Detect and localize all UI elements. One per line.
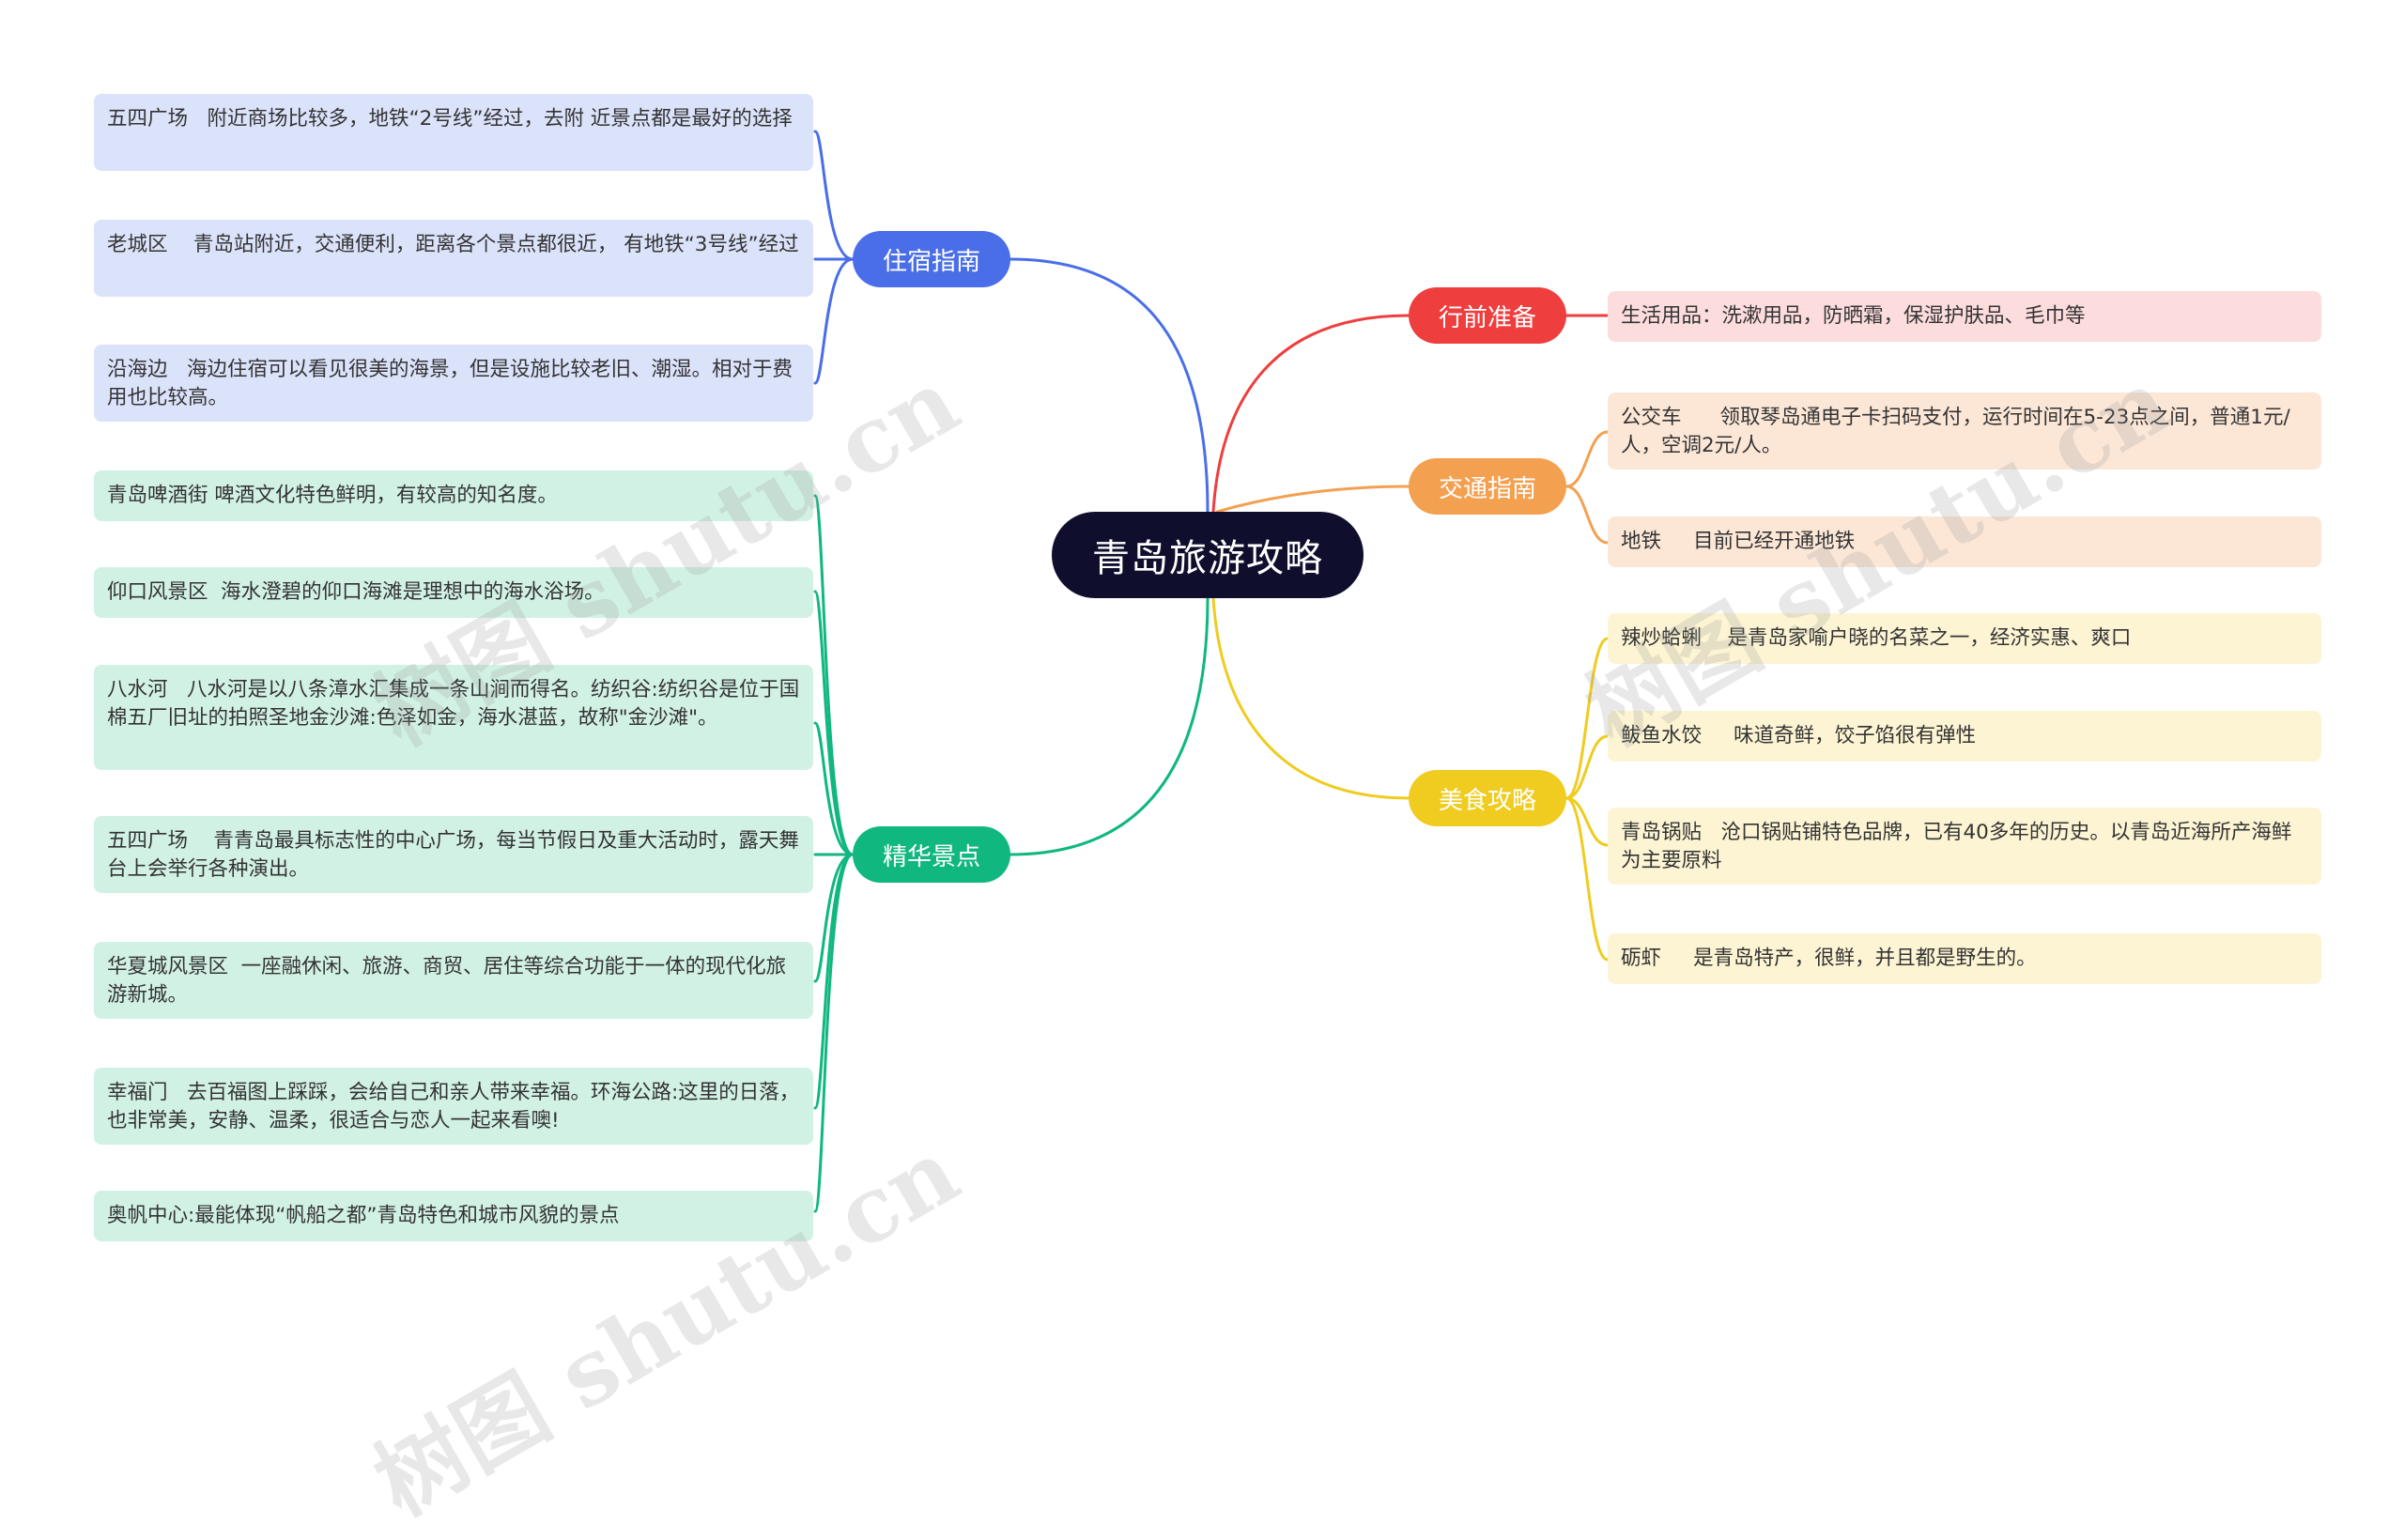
connector-root-lodging bbox=[1009, 257, 1210, 514]
branch-sights[interactable]: 精华景点 bbox=[853, 826, 1010, 883]
leaf-sights-huaxia-city[interactable]: 华夏城风景区 一座融休闲、旅游、商贸、居住等综合功能于一体的现代化旅游新城。 bbox=[94, 942, 813, 1019]
connector-root-prep bbox=[1211, 314, 1410, 514]
leaf-lodging-old-town[interactable]: 老城区 青岛站附近，交通便利，距离各个景点都很近， 有地铁“3号线”经过 bbox=[94, 220, 813, 297]
leaf-sights-beer-street[interactable]: 青岛啤酒街 啤酒文化特色鲜明，有较高的知名度。 bbox=[94, 470, 813, 521]
leaf-sights-olympic-sailing[interactable]: 奥帆中心:最能体现“帆船之都”青岛特色和城市风貌的景点 bbox=[94, 1191, 813, 1241]
root-topic[interactable]: 青岛旅游攻略 bbox=[1052, 512, 1364, 598]
branch-prep[interactable]: 行前准备 bbox=[1409, 287, 1566, 344]
branch-food[interactable]: 美食攻略 bbox=[1409, 770, 1566, 826]
leaf-food-potstickers[interactable]: 青岛锅贴 沧口锅贴铺特色品牌，已有40多年的历史。以青岛近海所产海鲜为主要原料 bbox=[1608, 808, 2321, 885]
branch-lodging[interactable]: 住宿指南 bbox=[853, 231, 1010, 287]
connector-root-food bbox=[1211, 596, 1410, 800]
leaf-sights-happiness-gate[interactable]: 幸福门 去百福图上踩踩，会给自己和亲人带来幸福。环海公路:这里的日落，也非常美，… bbox=[94, 1068, 813, 1145]
leaf-food-dumplings[interactable]: 鲅鱼水饺 味道奇鲜，饺子馅很有弹性 bbox=[1608, 711, 2321, 762]
leaf-lodging-seaside[interactable]: 沿海边 海边住宿可以看见很美的海景，但是设施比较老旧、潮湿。相对于费用也比较高。 bbox=[94, 345, 813, 422]
branch-transport[interactable]: 交通指南 bbox=[1409, 458, 1566, 515]
connector-root-transport bbox=[1215, 485, 1410, 514]
leaf-food-shrimp[interactable]: 砺虾 是青岛特产，很鲜，并且都是野生的。 bbox=[1608, 933, 2321, 984]
connector-root-sights bbox=[1009, 596, 1210, 856]
leaf-sights-bashui-river[interactable]: 八水河 八水河是以八条漳水汇集成一条山涧而得名。纺织谷:纺织谷是位于国棉五厂旧址… bbox=[94, 665, 813, 770]
leaf-lodging-wusi-square[interactable]: 五四广场 附近商场比较多，地铁“2号线”经过，去附 近景点都是最好的选择 bbox=[94, 94, 813, 171]
leaf-prep-daily-items[interactable]: 生活用品：洗漱用品，防晒霜，保湿护肤品、毛巾等 bbox=[1608, 291, 2321, 342]
connector-lines bbox=[813, 130, 1610, 1213]
leaf-sights-wusi-square[interactable]: 五四广场 青青岛最具标志性的中心广场，每当节假日及重大活动时，露天舞台上会举行各… bbox=[94, 816, 813, 893]
leaf-sights-yangkou[interactable]: 仰口风景区 海水澄碧的仰口海滩是理想中的海水浴场。 bbox=[94, 567, 813, 618]
leaf-transport-metro[interactable]: 地铁 目前已经开通地铁 bbox=[1608, 516, 2321, 567]
leaf-transport-bus[interactable]: 公交车 领取琴岛通电子卡扫码支付，运行时间在5-23点之间，普通1元/人，空调2… bbox=[1608, 393, 2321, 470]
leaf-food-clams[interactable]: 辣炒蛤蜊 是青岛家喻户晓的名菜之一，经济实惠、爽口 bbox=[1608, 613, 2321, 664]
